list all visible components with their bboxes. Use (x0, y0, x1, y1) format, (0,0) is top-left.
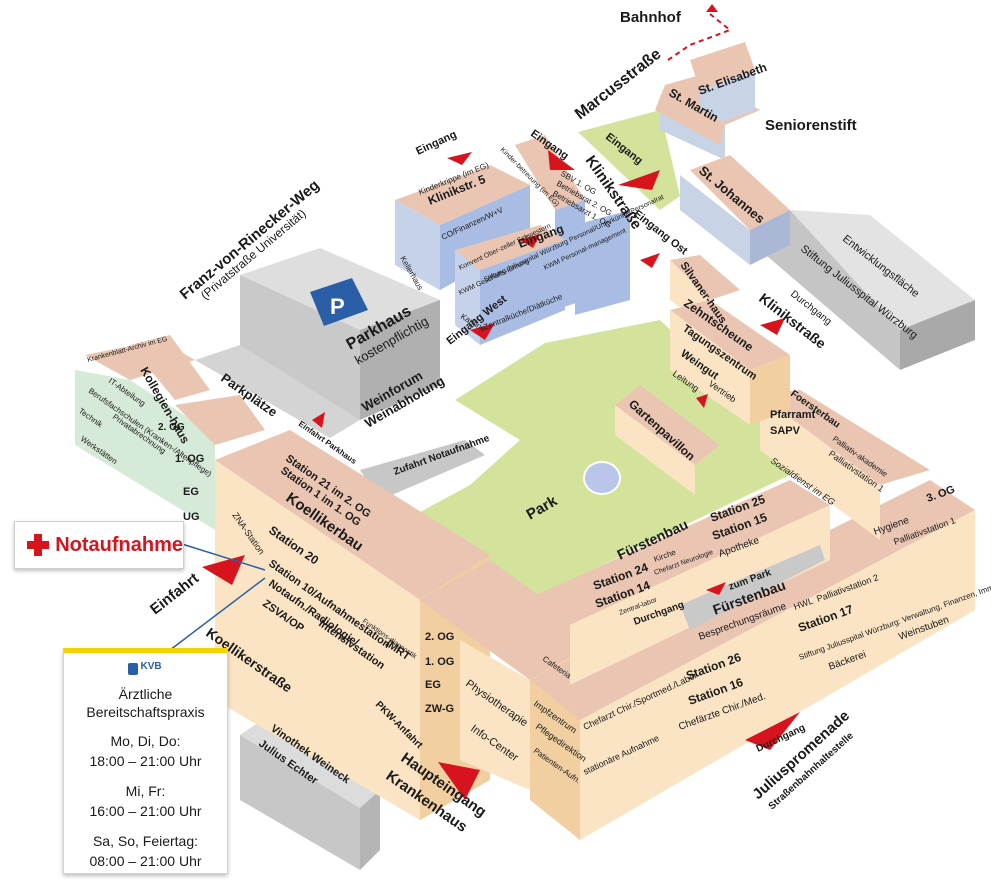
arrow-eingang-marcus (618, 170, 660, 190)
label-og2-left: 2. OG (158, 422, 185, 433)
notaufnahme-pointer (181, 543, 266, 571)
bahnhof-dashed-path (667, 13, 732, 61)
red-cross-icon (27, 534, 50, 556)
label-og2-front: 2. OG (425, 631, 454, 643)
kvb-title-line2: Bereitschaftspraxis (86, 704, 205, 720)
parking-sign-letter: P (330, 294, 345, 319)
fuerstenbau-inner-block (525, 480, 830, 685)
kvb-logo: KVB (126, 661, 166, 679)
arrow-zum-park (706, 582, 726, 595)
kvb-logo-text: KVB (140, 661, 162, 672)
label-eingang-ost: Eingang Ost (631, 208, 690, 258)
kvb-info-card[interactable]: KVB Ärztliche Bereitschaftspraxis Mo, Di… (63, 648, 228, 874)
label-eg-left: EG (183, 486, 199, 498)
seniorenstift-buildings (655, 42, 790, 265)
klinikstr5-building (395, 135, 630, 345)
label-einfahrt: Einfahrt (147, 570, 202, 618)
label-og1-left: 1. OG (175, 453, 204, 465)
green-area-top (578, 110, 680, 210)
kollegienhaus-building (75, 335, 265, 530)
foersterbau-building (760, 390, 930, 540)
label-sapv: SAPV (770, 425, 801, 437)
label-eg-front: EG (425, 679, 441, 691)
parking-sign: P (310, 278, 368, 326)
zufahrt-area (360, 440, 485, 500)
kvb-days-2: Mi, Fr: (125, 783, 166, 799)
arrow-durchgang-bottom (745, 712, 800, 750)
label-zwg-front: ZW-G (425, 703, 454, 715)
label-og1-front: 1. OG (425, 656, 454, 668)
fuerstenbau-bottom-block (530, 480, 975, 840)
kvb-title-line1: Ärztliche (118, 686, 173, 702)
gartenpavillon-building (615, 385, 720, 495)
arrow-eingang-left (447, 152, 472, 165)
label-ug-left: UG (183, 511, 200, 523)
kvb-time-2: 16:00 – 21:00 Uhr (89, 803, 202, 819)
entwicklungsflaeche-building (760, 210, 975, 370)
label-marcusstrasse: Marcusstraße (572, 46, 665, 124)
kvb-days-3: Sa, So, Feiertag: (92, 833, 199, 849)
kvb-days-1: Mo, Di, Do: (110, 733, 181, 749)
arrow-klinikstr-right (760, 318, 785, 335)
arrow-eingang-top (548, 150, 575, 170)
label-seniorenstift: Seniorenstift (765, 117, 857, 134)
kvb-time-1: 18:00 – 21:00 Uhr (89, 753, 202, 769)
label-eingang-left: Eingang (414, 129, 458, 158)
kvb-pointer (169, 577, 266, 651)
arrow-eingang-ost (640, 253, 660, 268)
vinothek-building (240, 718, 380, 870)
notaufnahme-card[interactable]: Notaufnahme (14, 521, 184, 569)
arrow-einfahrt (202, 555, 245, 585)
koellikerbau-building (215, 430, 490, 820)
park-pond (583, 461, 621, 495)
kvb-title: Ärztliche Bereitschaftspraxis (64, 685, 227, 721)
notaufnahme-label: Notaufnahme (55, 533, 183, 556)
arrow-vertrieb (696, 394, 708, 408)
kvb-time-3: 08:00 – 21:00 Uhr (89, 853, 202, 869)
arrow-einfahrt-parkhaus (312, 412, 325, 428)
label-pfarramt: Pfarramt (770, 409, 816, 421)
arrow-eingang-mid (520, 234, 540, 248)
label-bahnhof: Bahnhof (620, 9, 682, 26)
parkplaetze-area (195, 345, 360, 438)
zehntscheune-building (670, 255, 790, 425)
kvb-logo-mark-icon (127, 663, 138, 675)
arrow-haupteingang (438, 762, 480, 800)
arrow-bahnhof (706, 4, 718, 12)
arrow-eingang-west (470, 323, 495, 340)
